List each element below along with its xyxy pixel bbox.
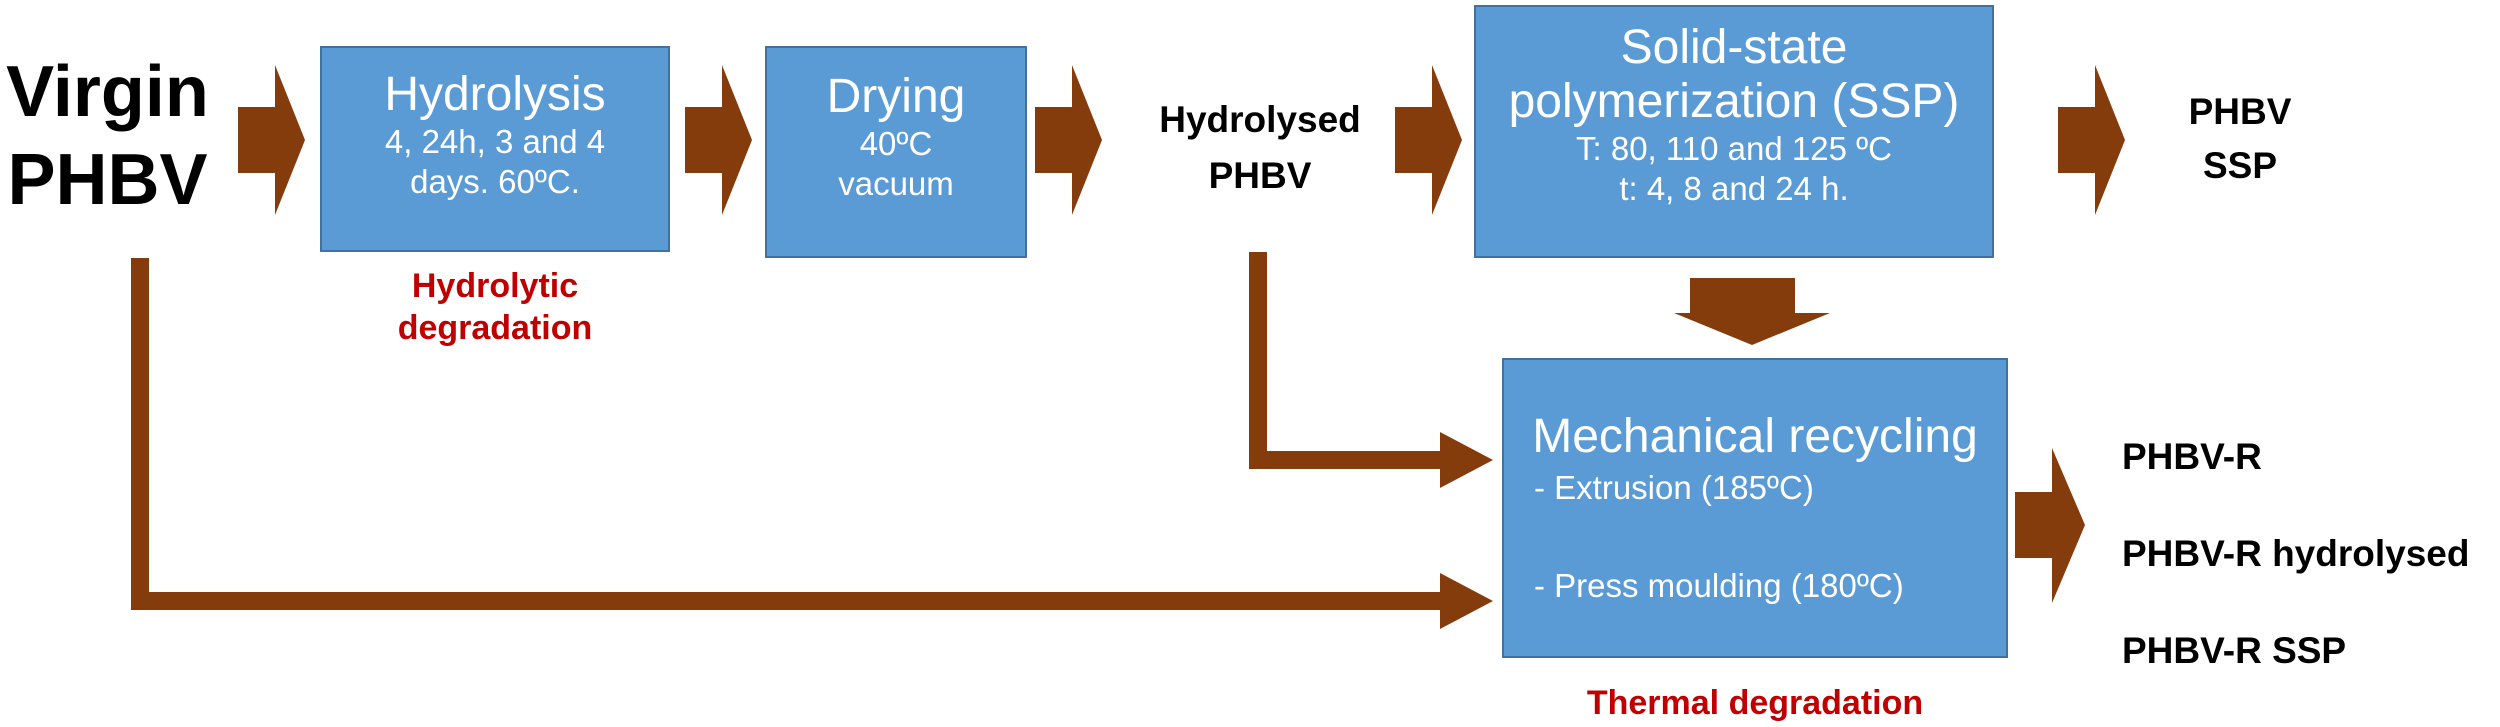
virgin-phbv-line2: PHBV [7,140,208,220]
connector-virgin-to-mechanical [131,258,1445,610]
hydrolysis-title: Hydrolysis [384,68,606,121]
mechanical-line1: - Extrusion (185ºC) [1534,469,1814,506]
drying-line1: 40ºC [859,125,933,162]
mechanical-title: Mechanical recycling [1532,410,1978,463]
mechanical-line2: - Press moulding (180ºC) [1534,567,1904,604]
virgin-phbv-label: Virgin PHBV [0,48,215,224]
block-arrow-hydrolysis-to-drying [685,65,752,215]
phbv-ssp-line2: SSP [2202,145,2278,186]
product-phbv-r: PHBV-R [2122,436,2262,477]
hydrolysis-line2: days. 60ºC. [410,163,580,200]
connector-hydrolysed-to-mechanical [1249,252,1445,469]
product-phbv-r-hydrolysed: PHBV-R hydrolysed [2122,533,2470,574]
block-arrow-drying-to-hydrolysed [1035,65,1102,215]
mechanical-recycling-box: Mechanical recycling - Extrusion (185ºC)… [1502,358,2008,658]
connector-virgin-arrowhead [1440,573,1493,629]
hydrolysis-line1: 4, 24h, 3 and 4 [384,123,606,160]
block-arrow-ssp-to-phbv-ssp [2058,65,2125,215]
hydrolytic-degradation-line2: degradation [397,309,593,347]
phbv-ssp-label: PHBV SSP [2140,85,2340,193]
hydrolysis-box: Hydrolysis 4, 24h, 3 and 4 days. 60ºC. [320,46,670,252]
block-arrow-hydrolysed-to-ssp [1395,65,1462,215]
virgin-phbv-line1: Virgin [6,52,209,132]
ssp-title-line2: polymerization (SSP) [1508,75,1960,128]
hydrolysed-phbv-label: Hydrolysed PHBV [1130,92,1390,204]
hydrolytic-degradation-line1: Hydrolytic [411,267,579,305]
block-arrow-mechanical-to-products [2015,448,2085,603]
drying-box: Drying 40ºC vacuum [765,46,1027,258]
hydrolysed-phbv-line2: PHBV [1208,155,1312,196]
connector-hydrolysed-arrowhead [1440,432,1493,488]
ssp-line2: t: 4, 8 and 24 h. [1619,170,1849,207]
phbv-ssp-line1: PHBV [2188,91,2292,132]
block-arrow-ssp-to-mechanical [1674,278,1830,345]
hydrolytic-degradation-label: Hydrolytic degradation [335,265,655,349]
ssp-line1: T: 80, 110 and 125 ºC [1576,130,1892,167]
drying-line2: vacuum [838,165,954,202]
drying-title: Drying [826,70,966,123]
ssp-box: Solid-state polymerization (SSP) T: 80, … [1474,5,1994,258]
block-arrow-virgin-to-hydrolysis [238,65,305,215]
ssp-title-line1: Solid-state [1620,21,1848,74]
product-phbv-r-ssp: PHBV-R SSP [2122,630,2347,671]
thermal-degradation-label: Thermal degradation [1586,684,1924,722]
products-list: PHBV-R PHBV-R hydrolysed PHBV-R SSP [2122,408,2469,699]
hydrolysed-phbv-line1: Hydrolysed [1159,99,1361,140]
